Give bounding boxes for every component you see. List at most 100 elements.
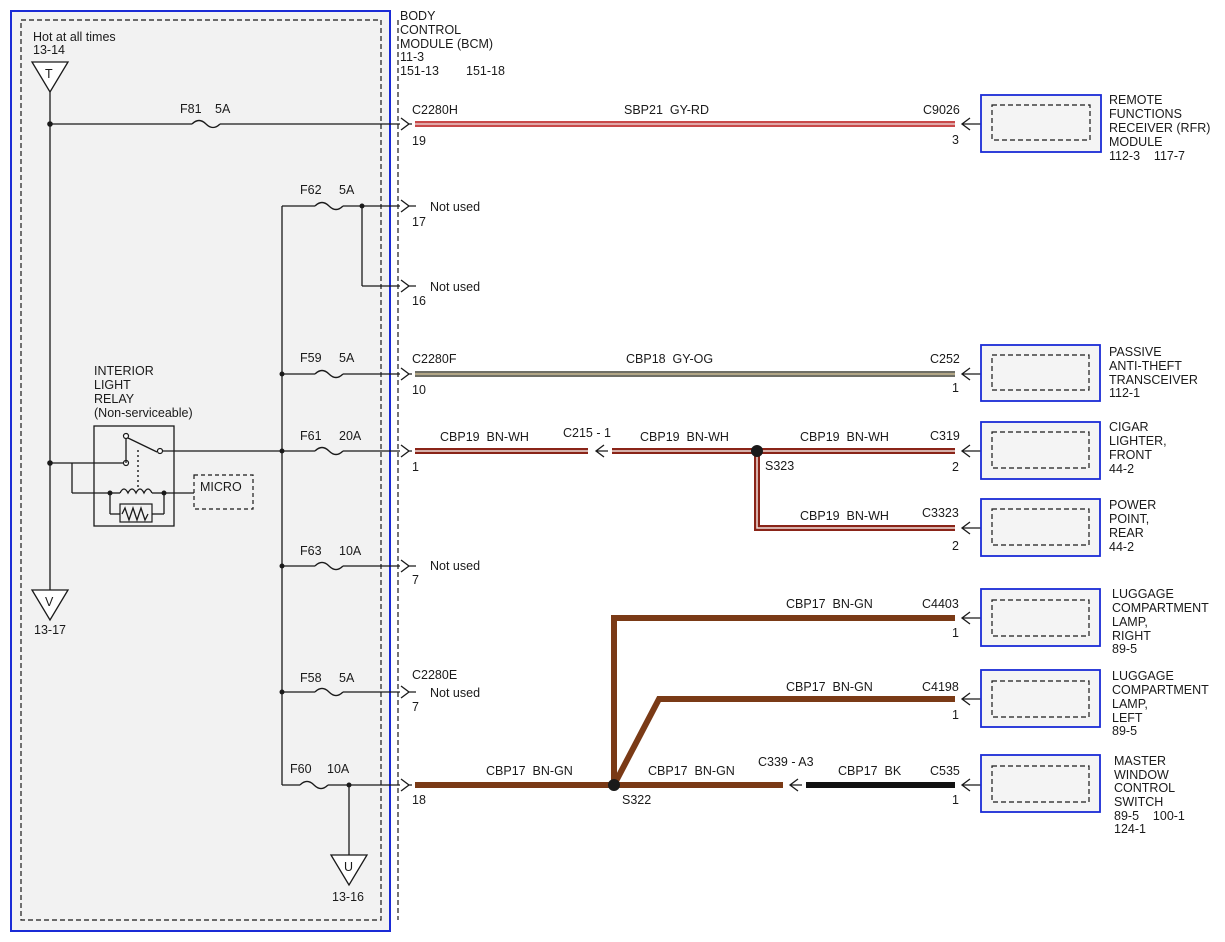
relay-title-line-2: LIGHT: [94, 378, 131, 392]
rfr-line-4: MODULE: [1109, 135, 1162, 149]
cigar-line-1: CIGAR: [1109, 420, 1149, 434]
power-point-line-4: 44-2: [1109, 540, 1134, 554]
wire-cbp19-d-tracer: [756, 451, 955, 529]
fuse-f62-name: F62: [300, 183, 322, 197]
connector-arrow-icon: [400, 778, 412, 792]
fuse-f59-rating: 5A: [339, 351, 355, 365]
splice-s323: [751, 445, 763, 457]
cbp17-label-a: CBP17 BN-GN: [486, 764, 573, 778]
cbp18-label: CBP18 GY-OG: [626, 352, 713, 366]
relay-contact: [156, 447, 164, 455]
sbp21-connector: C2280H: [412, 103, 458, 117]
cbp17-dest-pin-l: 1: [952, 708, 959, 722]
rfr-line-1: REMOTE: [1109, 93, 1162, 107]
fuse-f60-icon: [299, 780, 329, 790]
power-distribution-box: [10, 10, 391, 932]
connector-arrow-icon: [400, 199, 416, 213]
cbp19-pin: 1: [412, 460, 419, 474]
not-used-7b-pin: 7: [412, 700, 419, 714]
not-used-17-label: Not used: [430, 200, 480, 214]
power-point-line-2: POINT,: [1109, 512, 1149, 526]
resistor-zigzag: [121, 505, 149, 523]
fuse-f60-name: F60: [290, 762, 312, 776]
splice-s323-label: S323: [765, 459, 794, 473]
fuse-f81-rating: 5A: [215, 102, 231, 116]
connector-arrow-icon: [400, 559, 416, 573]
cbp17-dest-pin-r: 1: [952, 626, 959, 640]
pats-line-1: PASSIVE: [1109, 345, 1162, 359]
cbp18-connector: C2280F: [412, 352, 457, 366]
cigar-line-4: 44-2: [1109, 462, 1134, 476]
bcm-title-line-1: BODY: [400, 9, 436, 23]
cbp17-inline-connector: C339 - A3: [758, 755, 814, 769]
fuse-f59-icon: [314, 369, 344, 379]
fuse-f62-icon: [314, 201, 344, 211]
fuse-f63-name: F63: [300, 544, 322, 558]
fuse-f63-rating: 10A: [339, 544, 362, 558]
cbp19-label-a: CBP19 BN-WH: [440, 430, 529, 444]
lamp-right-line-5: 89-5: [1112, 642, 1137, 656]
connector-v-icon: [30, 589, 70, 622]
fuse-f63-icon: [314, 561, 344, 571]
wire-cbp17-left: [611, 696, 955, 787]
connector-c215-arrow-icon: [594, 444, 608, 458]
relay-title-line-1: INTERIOR: [94, 364, 154, 378]
cbp18-dest-connector: C252: [930, 352, 960, 366]
cbp17-label-l: CBP17 BN-GN: [786, 680, 873, 694]
relay-title-line-4: (Non-serviceable): [94, 406, 193, 420]
component-rfr: [980, 94, 1102, 153]
fuse-f81-icon: [191, 119, 221, 129]
fuse-f61-name: F61: [300, 429, 322, 443]
window-switch-line-5: 89-5 100-1: [1114, 809, 1185, 823]
connector-t-icon: [30, 61, 70, 94]
bcm-title-line-3: MODULE (BCM): [400, 37, 493, 51]
window-switch-line-6: 124-1: [1114, 822, 1146, 836]
cbp19-inline-connector: C215 - 1: [563, 426, 611, 440]
connector-arrow-icon: [400, 279, 416, 293]
connector-u-ref: 13-16: [332, 890, 364, 904]
window-switch-line-3: CONTROL: [1114, 781, 1175, 795]
pats-line-2: ANTI-THEFT: [1109, 359, 1182, 373]
sbp21-dest-connector: C9026: [923, 103, 960, 117]
hot-at-all-times-label: Hot at all times: [33, 30, 116, 44]
rfr-line-3: RECEIVER (RFR): [1109, 121, 1210, 135]
connector-u-label: U: [344, 860, 353, 874]
not-used-7b-label: Not used: [430, 686, 480, 700]
sbp21-dest-pin: 3: [952, 133, 959, 147]
relay-title-line-3: RELAY: [94, 392, 135, 406]
cbp17-pin: 18: [412, 793, 426, 807]
splice-s322: [608, 779, 620, 791]
power-point-line-1: POWER: [1109, 498, 1156, 512]
cigar-line-3: FRONT: [1109, 448, 1152, 462]
connector-u-icon: [329, 854, 369, 887]
component-cigar-lighter: [980, 421, 1101, 480]
cigar-line-2: LIGHTER,: [1109, 434, 1167, 448]
micro-label: MICRO: [200, 480, 242, 494]
rfr-line-2: FUNCTIONS: [1109, 107, 1182, 121]
cbp17-dest-connector-r: C4403: [922, 597, 959, 611]
fuse-f61-rating: 20A: [339, 429, 362, 443]
cbp18-dest-pin: 1: [952, 381, 959, 395]
fuse-f62-rating: 5A: [339, 183, 355, 197]
cbp19-dest-pin-d: 2: [952, 539, 959, 553]
lamp-left-line-2: COMPARTMENT: [1112, 683, 1209, 697]
rfr-line-5: 112-3 117-7: [1109, 149, 1185, 163]
bcm-title-line-2: CONTROL: [400, 23, 461, 37]
lamp-left-line-5: 89-5: [1112, 724, 1137, 738]
pats-line-4: 112-1: [1109, 386, 1140, 400]
cbp17-dest-connector-l: C4198: [922, 680, 959, 694]
cbp19-label-c: CBP19 BN-WH: [800, 430, 889, 444]
bcm-title-line-4: 11-3: [400, 50, 424, 64]
component-power-point: [980, 498, 1101, 557]
cbp19-dest-pin-c: 2: [952, 460, 959, 474]
connector-v-label: V: [45, 595, 54, 609]
lamp-right-line-1: LUGGAGE: [1112, 587, 1174, 601]
connector-v-ref: 13-17: [34, 623, 66, 637]
power-point-line-3: REAR: [1109, 526, 1144, 540]
not-used-7a-label: Not used: [430, 559, 480, 573]
fuse-f81-name: F81: [180, 102, 202, 116]
fuse-f60-rating: 10A: [327, 762, 350, 776]
bcm-ref-1: 151-13: [400, 64, 439, 78]
connector-arrow-icon: [400, 117, 412, 131]
